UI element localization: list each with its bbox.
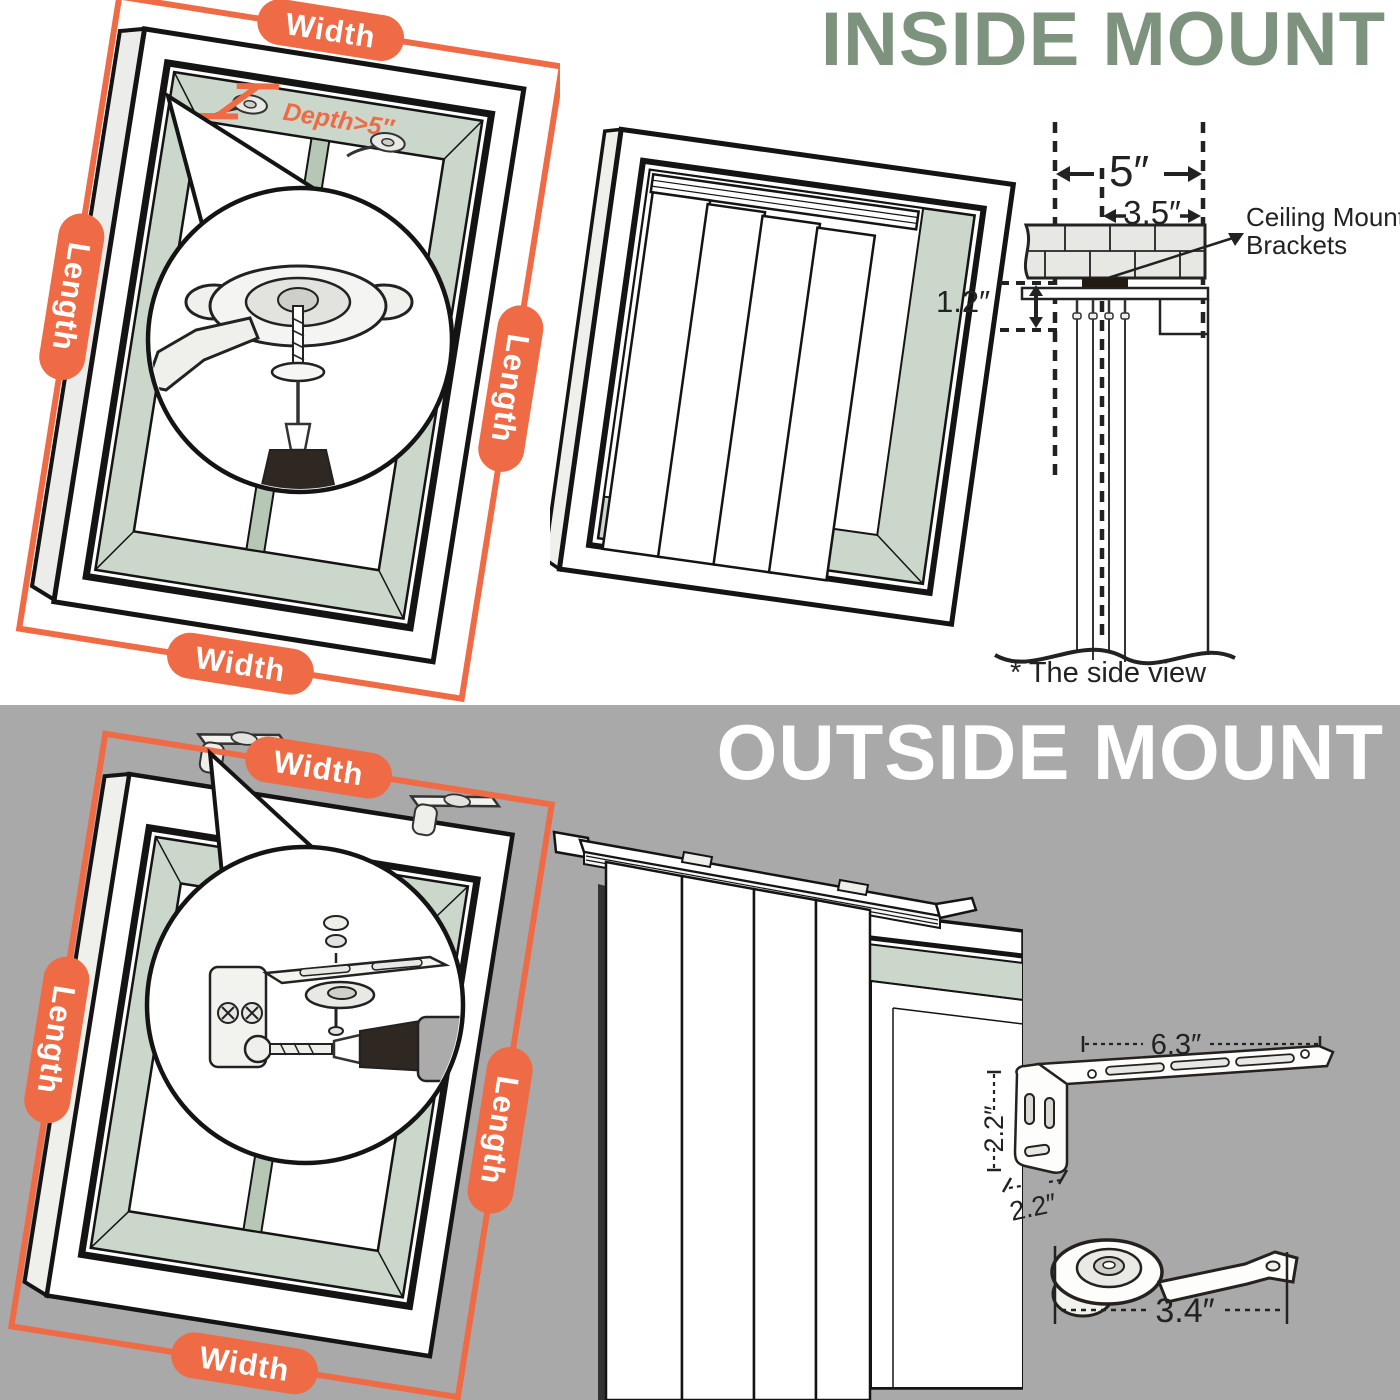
width-pill-bottom: Width [171, 1332, 318, 1395]
mount-bracket-profile [1082, 278, 1128, 288]
outside-mount-title: OUTSIDE MOUNT [716, 708, 1384, 796]
outside-blinds-illustration [552, 830, 1023, 1400]
vane-carriers [1072, 299, 1130, 662]
measure-overlay: Width Width Length Length [8, 730, 556, 1400]
inside-window-diagram: Depth>5″ Width Width Length [15, 0, 560, 703]
dim-5in: 5″ [1109, 147, 1149, 196]
magnifier-detail [145, 91, 455, 495]
blinds-window [550, 126, 1017, 627]
ceiling-bracket-icon [346, 132, 406, 158]
length-pill-left: Length [39, 213, 105, 381]
drill-icon [332, 1015, 460, 1083]
magnifier-detail [144, 747, 466, 1166]
ceiling-bracket-callout-line2: Brackets [1246, 230, 1347, 260]
wall-bracket-closeup [208, 915, 460, 1083]
inside-mount-title: INSIDE MOUNT [820, 0, 1386, 82]
ceiling-bracket-closeup [151, 264, 414, 489]
swivel-bracket-diagram: 3.4″ [1050, 1238, 1299, 1330]
ceiling-bracket-callout-line1: Ceiling Mount [1246, 202, 1400, 232]
rail-clip-icon [680, 850, 714, 869]
bracket-dim-depth: 2.2″ [1007, 1188, 1060, 1227]
break-line [994, 647, 1236, 666]
side-view-diagram: 5″ 3.5″ [936, 122, 1400, 689]
outside-mount-section: OUTSIDE MOUNT [0, 705, 1400, 1400]
swivel-dim-length: 3.4″ [1155, 1292, 1214, 1330]
wall-bracket-diagram: 6.3″ 2.2″ 2.2″ [979, 1029, 1335, 1227]
rail-profile [1020, 286, 1210, 301]
width-pill-top: Width [257, 0, 405, 61]
side-view-caption: * The side view [1010, 657, 1207, 689]
inside-mount-section: INSIDE MOUNT [15, 0, 1400, 703]
rail-clip-icon [836, 878, 870, 897]
length-pill-left: Length [24, 956, 90, 1124]
wall-bracket-icon [408, 793, 502, 837]
width-pill-bottom: Width [167, 632, 314, 695]
ceiling-slab [1023, 223, 1207, 280]
l-bracket-shape [1013, 1044, 1335, 1174]
inside-blinds-illustration [550, 126, 1017, 627]
vertical-panels [598, 860, 872, 1400]
outside-window-diagram: Width Width Length Length [8, 730, 556, 1400]
bracket-dim-height: 2.2″ [979, 1105, 1009, 1153]
vertical-panels [601, 190, 877, 582]
width-pill-top: Width [245, 736, 393, 799]
swivel-bracket-shape [1050, 1238, 1299, 1318]
dim-1-2in: 1.2″ [936, 284, 990, 319]
headrail [649, 172, 921, 231]
